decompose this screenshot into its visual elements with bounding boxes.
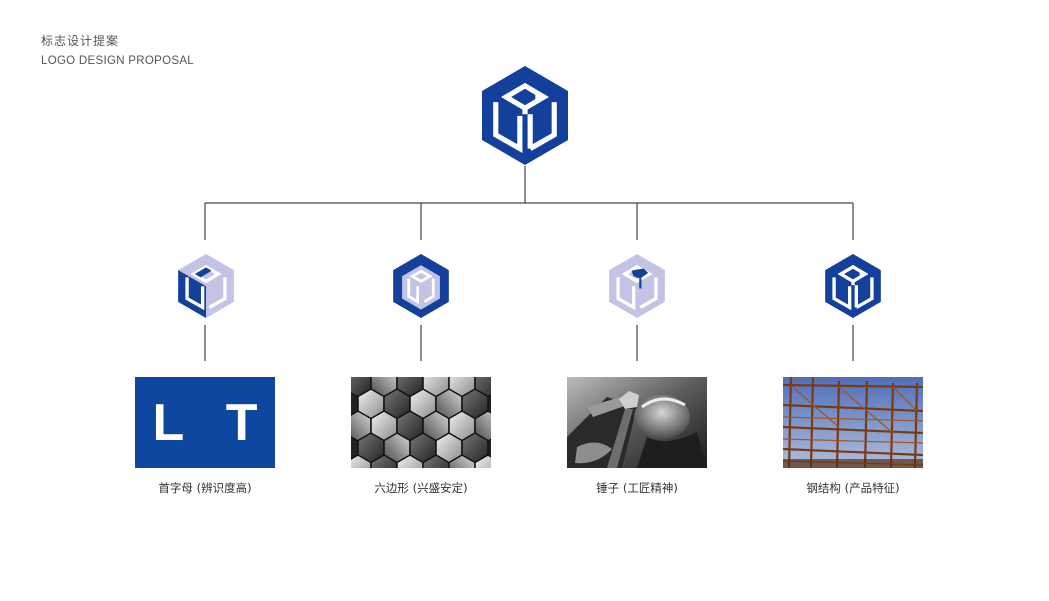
main-logo [482, 66, 568, 165]
logo-variant-hexagon-icon [393, 254, 449, 318]
lt-letters-text: L T [152, 393, 272, 452]
caption-hammer: 锤子 (工匠精神) [596, 481, 678, 495]
card-lt-letters: L T [135, 377, 275, 468]
logo-variant-hammer [609, 254, 665, 318]
logo-variant-letters [178, 254, 234, 318]
caption-letters: 首字母 (辨识度高) [158, 481, 252, 495]
card-hammer-photo [567, 377, 707, 468]
title-en: LOGO DESIGN PROPOSAL [41, 55, 194, 67]
logo-variant-hammer-icon [609, 254, 665, 318]
logo-variant-hexagon [393, 254, 449, 318]
steel-structure-photo-image [783, 377, 923, 468]
card-steel-structure-photo [783, 377, 923, 468]
page-header: 标志设计提案 LOGO DESIGN PROPOSAL [41, 33, 194, 70]
hexagon-cube-logo-icon [482, 66, 568, 165]
logo-variant-letters-icon [178, 254, 234, 318]
hexagon-pattern-image [351, 377, 491, 468]
hammer-photo-image [567, 377, 707, 468]
caption-hexagon: 六边形 (兴盛安定) [374, 481, 468, 495]
title-zh: 标志设计提案 [41, 34, 120, 48]
caption-steel: 钢结构 (产品特征) [806, 481, 900, 495]
logo-variant-steel [825, 254, 881, 318]
card-hexagon-pattern [351, 377, 491, 468]
logo-variant-steel-icon [825, 254, 881, 318]
